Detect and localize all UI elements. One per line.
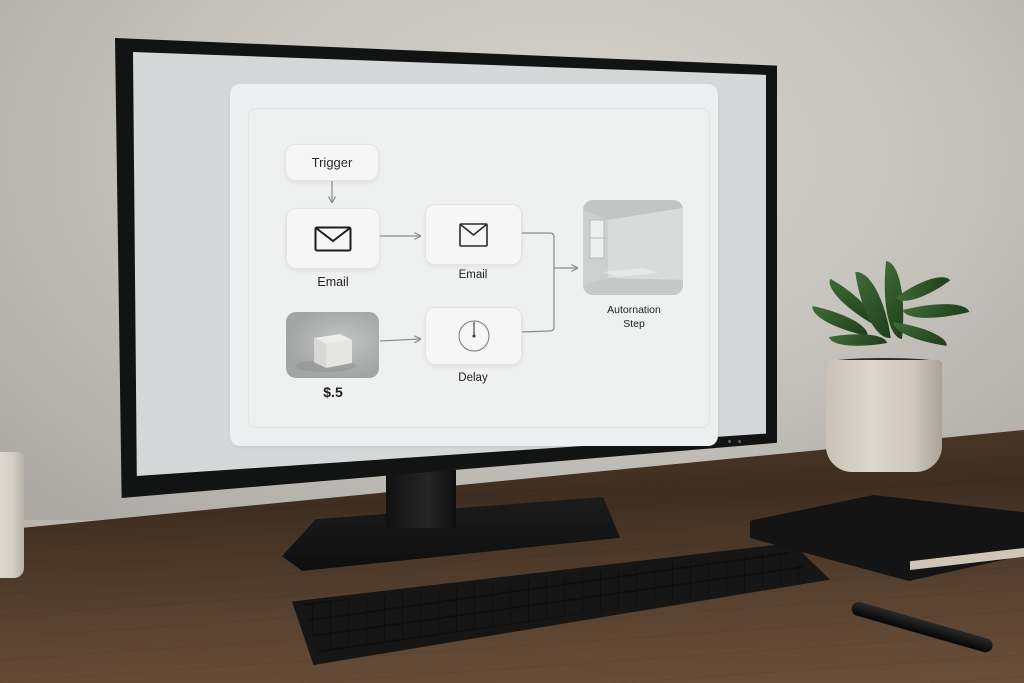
monitor-indicator-light — [738, 440, 741, 443]
clock-icon — [458, 320, 489, 352]
email-node-1-label: Email — [317, 275, 349, 289]
envelope-icon — [314, 226, 352, 251]
price-node[interactable] — [286, 312, 379, 378]
trigger-node[interactable]: Trigger — [285, 144, 379, 181]
email-node-2-label: Email — [458, 269, 488, 281]
automation-step-label-line2: Step — [623, 318, 645, 330]
automation-step-label-line1: Autornation — [607, 304, 661, 316]
delay-node[interactable] — [425, 307, 522, 365]
automation-step-label: Autornation Step — [590, 303, 678, 331]
room-image — [583, 200, 683, 295]
price-node-label: $.5 — [323, 384, 343, 400]
plant-pot — [826, 360, 942, 472]
mug — [0, 452, 24, 578]
automation-step-node[interactable] — [583, 200, 683, 295]
email-node-2[interactable] — [425, 204, 522, 265]
cube-image — [296, 334, 356, 372]
monitor-indicator-light — [728, 440, 731, 443]
trigger-label: Trigger — [311, 155, 353, 170]
envelope-icon — [459, 222, 488, 247]
email-node-1[interactable] — [286, 208, 380, 269]
delay-node-label: Delay — [458, 372, 488, 384]
monitor-stand-neck — [386, 470, 456, 528]
plant-foliage — [800, 260, 975, 372]
